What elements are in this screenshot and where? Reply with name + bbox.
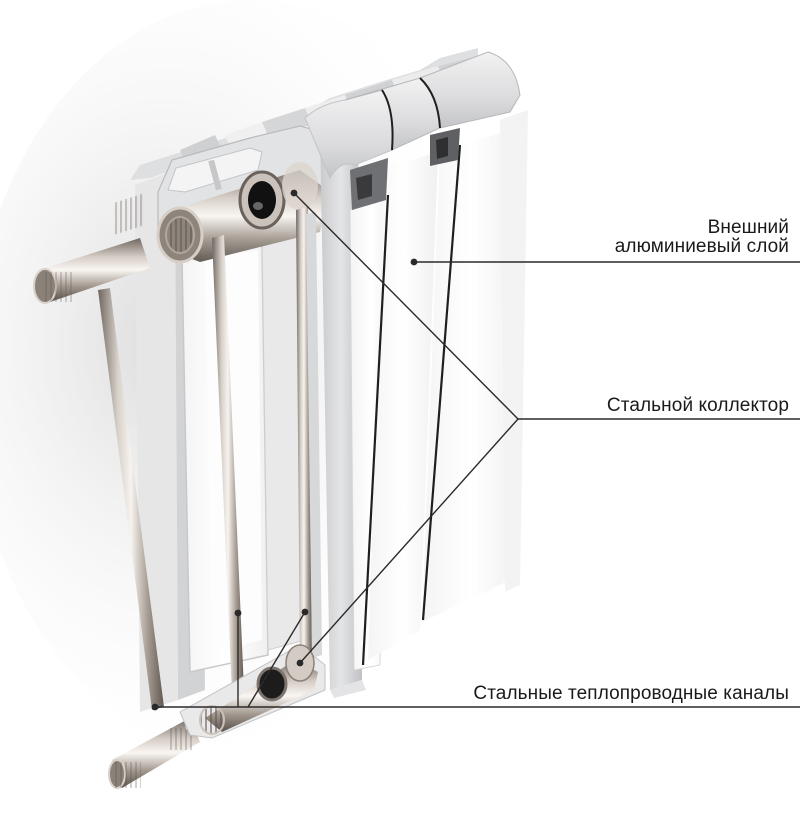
detached-collector-top [33,192,164,710]
label-line: Внешний [707,217,789,238]
leader-dot-icon [151,703,159,711]
leader-branch [293,192,519,420]
label-steel-collector: Стальной коллектор [607,396,789,415]
label-line: Стальные теплопроводные каналы [473,683,789,704]
leader-dot-icon [234,609,242,617]
leader-branch [247,611,306,708]
label-line: Стальной коллектор [606,395,789,416]
top-collector [156,162,330,264]
label-line: алюминиевый слой [614,236,789,257]
label-outer-aluminum-layer: Внешний алюминиевый слой [615,218,789,256]
leader-dot-icon [410,258,418,266]
leader-branch [299,418,519,664]
bottom-collector [179,644,326,739]
leader-lines [151,189,800,711]
leader-dot-icon [296,659,304,667]
steel-channels [212,207,322,694]
leader-dot-icon [301,608,309,616]
label-steel-heat-channels: Стальные теплопроводные каналы [473,684,789,703]
front-caps [304,51,521,210]
detached-collector-bottom [108,710,200,789]
leader-dot-icon [290,189,298,197]
